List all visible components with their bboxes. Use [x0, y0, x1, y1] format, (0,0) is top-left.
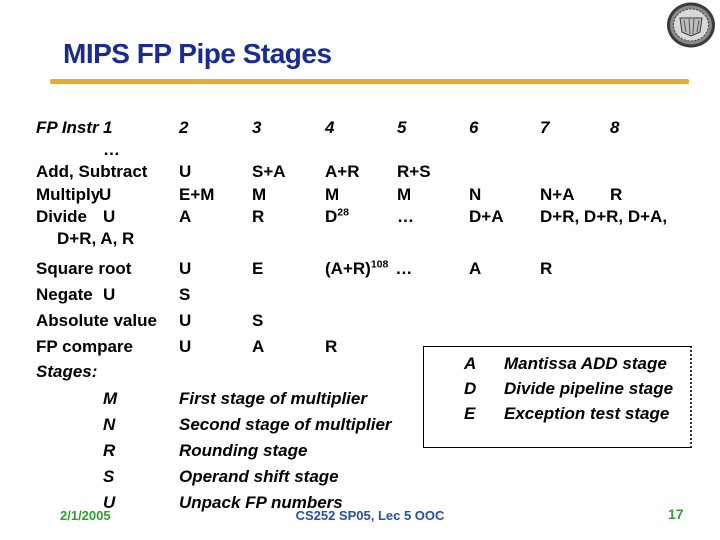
- legend-item: N Second stage of multiplier: [0, 415, 720, 435]
- stage-cell: U: [103, 207, 116, 226]
- stage-cell: M: [397, 185, 412, 204]
- stage-cell: N+A: [540, 185, 575, 204]
- row-label: Absolute value: [36, 311, 157, 330]
- stage-cell: S+A: [252, 162, 286, 181]
- row-label: Divide: [36, 207, 88, 226]
- stage-cell: R+S: [397, 162, 431, 181]
- stage-cell: A: [252, 337, 265, 356]
- stage-cell: U: [179, 162, 192, 181]
- row-label: Multiply: [36, 185, 101, 204]
- stage-cell: R: [540, 259, 553, 278]
- legend-item: A Mantissa ADD stage: [424, 354, 690, 378]
- stage-cell: U: [103, 285, 116, 304]
- stage-cell: A: [469, 259, 482, 278]
- legend-key: D: [464, 379, 477, 398]
- header-col-6: 6: [469, 118, 479, 137]
- legend-desc: Unpack FP numbers: [179, 493, 343, 512]
- legend-desc: Operand shift stage: [179, 467, 339, 486]
- table-row-multiply: Multiply U E+M M M M N N+A R: [0, 185, 720, 205]
- table-row-divide: Divide U A R D28 … D+A D+R, D+R, D+A,: [0, 207, 720, 227]
- legend-item: S Operand shift stage: [0, 467, 720, 487]
- table-row-square-root: Square root U E (A+R)108… A R: [0, 259, 720, 279]
- row-label: Add, Subtract: [36, 162, 148, 181]
- legend-desc: First stage of multiplier: [179, 389, 367, 408]
- footer-page-number: 17: [668, 506, 684, 522]
- header-col-8: 8: [610, 118, 620, 137]
- stage-cell: U: [179, 259, 192, 278]
- stage-cell: N: [469, 185, 482, 204]
- stage-cell-superscript: (A+R)108…: [325, 258, 413, 278]
- stage-cell: E: [252, 259, 264, 278]
- table-row-negate: Negate U S: [0, 285, 720, 305]
- stage-cell: U: [179, 337, 192, 356]
- row-label: FP compare: [36, 337, 134, 356]
- legend-desc: Rounding stage: [179, 441, 308, 460]
- legend-item: U Unpack FP numbers: [0, 493, 720, 513]
- legend-key: N: [103, 415, 116, 434]
- stage-cell: M: [325, 185, 340, 204]
- footer-date: 2/1/2005: [60, 508, 111, 523]
- legend-desc: Divide pipeline stage: [504, 379, 674, 398]
- header-col-4: 4: [325, 118, 335, 137]
- table-header-row: FP Instr 1 2 3 4 5 6 7 8: [0, 118, 720, 138]
- legend-item: E Exception test stage: [424, 404, 690, 428]
- title-underline-rule: [50, 79, 689, 84]
- legend-item: M First stage of multiplier: [0, 389, 720, 409]
- header-col-3: 3: [252, 118, 262, 137]
- header-label: FP Instr: [36, 118, 99, 137]
- ellipsis: …: [103, 140, 120, 159]
- university-seal-icon: [667, 2, 715, 48]
- table-row-absolute-value: Absolute value U S: [0, 311, 720, 331]
- stage-cell: A+R: [325, 162, 360, 181]
- legend-desc: Exception test stage: [504, 404, 670, 423]
- table-row-add-subtract: Add, Subtract U S+A A+R R+S: [0, 162, 720, 182]
- legend-key: M: [103, 389, 118, 408]
- header-col-7: 7: [540, 118, 550, 137]
- stage-cell: D+R, D+R, D+A,: [540, 207, 668, 226]
- stage-cell: D+A: [469, 207, 504, 226]
- footer-course-info: CS252 SP05, Lec 5 OOC: [295, 508, 445, 523]
- superscript: 28: [337, 206, 349, 219]
- legend-item: D Divide pipeline stage: [424, 379, 690, 403]
- superscript: 108: [370, 258, 389, 271]
- slide-title: MIPS FP Pipe Stages: [63, 38, 332, 69]
- stages-legend-heading: Stages:: [36, 362, 98, 381]
- legend-key: R: [103, 441, 116, 460]
- legend-item: R Rounding stage: [0, 441, 720, 461]
- stage-cell: R: [252, 207, 265, 226]
- table-row-divide-line2: D+R, A, R: [0, 229, 720, 249]
- legend-key: E: [464, 404, 476, 423]
- legend-desc: Mantissa ADD stage: [504, 354, 667, 373]
- row-label: Negate: [36, 285, 93, 304]
- stage-cell: …: [397, 207, 414, 226]
- stage-cell: U: [179, 311, 192, 330]
- legend-key: U: [103, 493, 116, 512]
- stage-cell: M: [252, 185, 267, 204]
- header-col-2: 2: [179, 118, 189, 137]
- table-continuation-row: …: [0, 140, 720, 160]
- stage-cell: S: [179, 285, 191, 304]
- stage-cell: R: [610, 185, 623, 204]
- legend-key: S: [103, 467, 115, 486]
- row-label: Square root: [36, 259, 132, 278]
- stage-definitions-box: A Mantissa ADD stage D Divide pipeline s…: [423, 346, 692, 448]
- stage-cell-superscript: D28: [325, 206, 349, 226]
- table-row-fp-compare: FP compare U A R: [0, 337, 720, 357]
- stage-cell: E+M: [179, 185, 215, 204]
- stages-legend-heading-row: Stages:: [0, 362, 720, 382]
- row-label-continuation: D+R, A, R: [57, 229, 135, 248]
- stage-cell: A: [179, 207, 192, 226]
- legend-desc: Second stage of multiplier: [179, 415, 392, 434]
- header-col-5: 5: [397, 118, 407, 137]
- stage-cell: R: [325, 337, 338, 356]
- stage-cell: S: [252, 311, 264, 330]
- stage-cell: U: [99, 185, 112, 204]
- header-col-1: 1: [103, 118, 113, 137]
- legend-key: A: [464, 354, 477, 373]
